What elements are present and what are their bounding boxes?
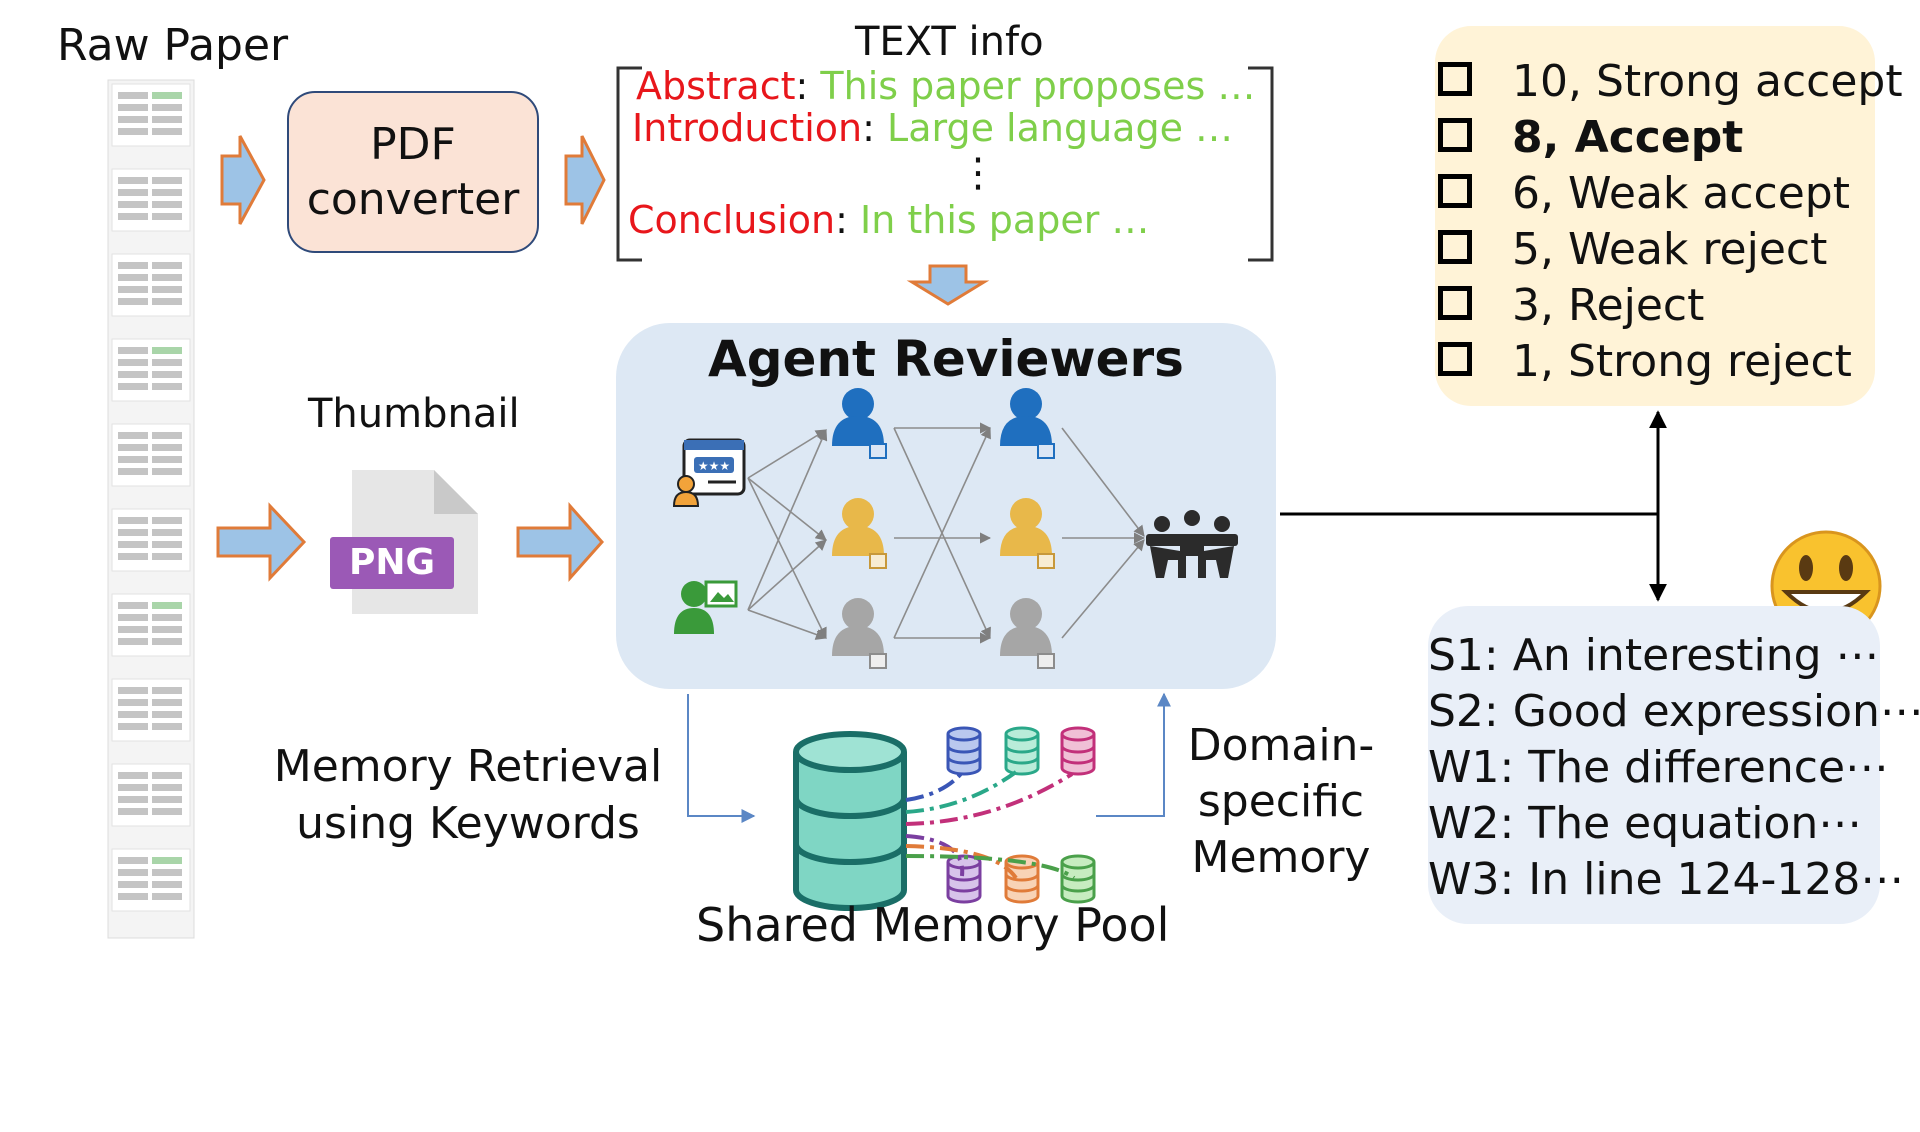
review-summary-box [1428, 606, 1880, 924]
review-line-w2: W2: The equation⋯ [1428, 798, 1863, 849]
reviewer-blue-1 [832, 388, 887, 459]
score-option-label: 10, Strong accept [1512, 56, 1903, 107]
conclusion-sep: : [835, 198, 848, 242]
image-user-icon [674, 580, 738, 634]
text-info-title: TEXT info [855, 19, 1044, 65]
score-option-strong-reject: 1, Strong reject [1434, 332, 1894, 387]
checkbox-icon [1438, 230, 1472, 264]
memory-retrieval-arrow [687, 694, 756, 823]
block-arrow-to-png [216, 502, 307, 582]
checkbox-icon [1438, 286, 1472, 320]
main-database-icon [793, 731, 907, 911]
score-option-label: 8, Accept [1512, 112, 1744, 163]
paper-page-thumbnail [111, 83, 191, 147]
small-database-icon [1060, 854, 1096, 904]
block-arrow-to-pdf [220, 135, 266, 225]
shared-memory-pool-title: Shared Memory Pool [696, 898, 1170, 952]
block-arrow-to-text [564, 135, 606, 225]
agent-reviewers-title: Agent Reviewers [708, 330, 1184, 388]
score-option-label: 3, Reject [1512, 280, 1705, 331]
thumbnail-title: Thumbnail [308, 391, 520, 437]
score-option-reject: 3, Reject [1434, 276, 1894, 331]
introduction-text: Large language … [887, 106, 1234, 150]
introduction-section: Introduction [632, 106, 863, 150]
paper-page-thumbnail [111, 253, 191, 317]
paper-page-thumbnail [111, 678, 191, 742]
checkbox-icon [1438, 342, 1472, 376]
score-option-label: 1, Strong reject [1512, 336, 1852, 387]
review-line-w3: W3: In line 124-128⋯ [1428, 854, 1905, 905]
review-screen-icon: ★★★ [672, 438, 746, 507]
paper-page-thumbnail [111, 763, 191, 827]
review-line-s1: S1: An interesting ⋯ [1428, 630, 1880, 681]
conclusion-text: In this paper … [860, 198, 1150, 242]
pdf-converter-line1: PDF [370, 119, 456, 170]
conclusion-section: Conclusion [628, 198, 836, 242]
text-line-introduction: Introduction: Large language … [632, 106, 1233, 150]
reviewer-connections [747, 422, 1146, 644]
reviewer-blue-2 [1000, 388, 1055, 459]
memory-links [905, 768, 1076, 880]
checkbox-icon [1438, 174, 1472, 208]
score-option-accept: 8, Accept [1434, 108, 1894, 163]
memory-retrieval-label: Memory Retrieval using Keywords [273, 741, 663, 850]
pdf-converter-line2: converter [306, 174, 520, 225]
raw-paper-pages [107, 79, 195, 939]
score-option-label: 6, Weak accept [1512, 168, 1850, 219]
reviewer-gold-2 [1000, 498, 1055, 569]
domain-memory-label: Domain-specific Memory [1187, 720, 1375, 883]
svg-text:★★★: ★★★ [698, 459, 730, 473]
checkbox-icon [1438, 62, 1472, 96]
small-database-icon [946, 854, 982, 904]
review-line-w1: W1: The difference⋯ [1428, 742, 1890, 793]
text-line-conclusion: Conclusion: In this paper … [628, 198, 1149, 242]
review-line-s2: S2: Good expression⋯ [1428, 686, 1920, 737]
text-info-brackets [616, 66, 1274, 262]
abstract-section: Abstract [636, 64, 796, 108]
paper-page-thumbnail [111, 338, 191, 402]
abstract-sep: : [795, 64, 809, 108]
small-database-icon [946, 726, 982, 776]
text-ellipsis: ⋮ [958, 150, 998, 196]
paper-page-thumbnail [111, 168, 191, 232]
agent-reviewers-box [616, 323, 1276, 689]
paper-page-thumbnail [111, 848, 191, 912]
small-database-icon [1004, 726, 1040, 776]
small-database-icon [1060, 726, 1096, 776]
block-arrow-down-to-agents [906, 264, 990, 306]
small-databases [946, 726, 1096, 904]
score-option-label: 5, Weak reject [1512, 224, 1828, 275]
score-option-weak-accept: 6, Weak accept [1434, 164, 1894, 219]
abstract-text: This paper proposes … [820, 64, 1256, 108]
score-option-strong-accept: 10, Strong accept [1434, 52, 1903, 107]
raw-paper-title: Raw Paper [57, 20, 289, 71]
checkbox-icon [1438, 118, 1472, 152]
text-line-abstract: Abstract: This paper proposes … [636, 64, 1255, 108]
png-label: PNG [330, 537, 454, 589]
score-options-box [1435, 26, 1875, 406]
reviewer-gray-2 [1000, 598, 1055, 669]
paper-page-thumbnail [111, 423, 191, 487]
introduction-sep: : [862, 106, 875, 150]
pdf-converter-box: PDF converter [287, 91, 539, 253]
score-option-weak-reject: 5, Weak reject [1434, 220, 1894, 275]
meeting-icon [1146, 510, 1238, 578]
domain-memory-arrow [1096, 692, 1171, 817]
block-arrow-to-agents [516, 502, 605, 582]
paper-page-thumbnail [111, 508, 191, 572]
paper-page-thumbnail [111, 593, 191, 657]
reviewer-gold-1 [832, 498, 887, 569]
reviewer-gray-1 [832, 598, 887, 669]
